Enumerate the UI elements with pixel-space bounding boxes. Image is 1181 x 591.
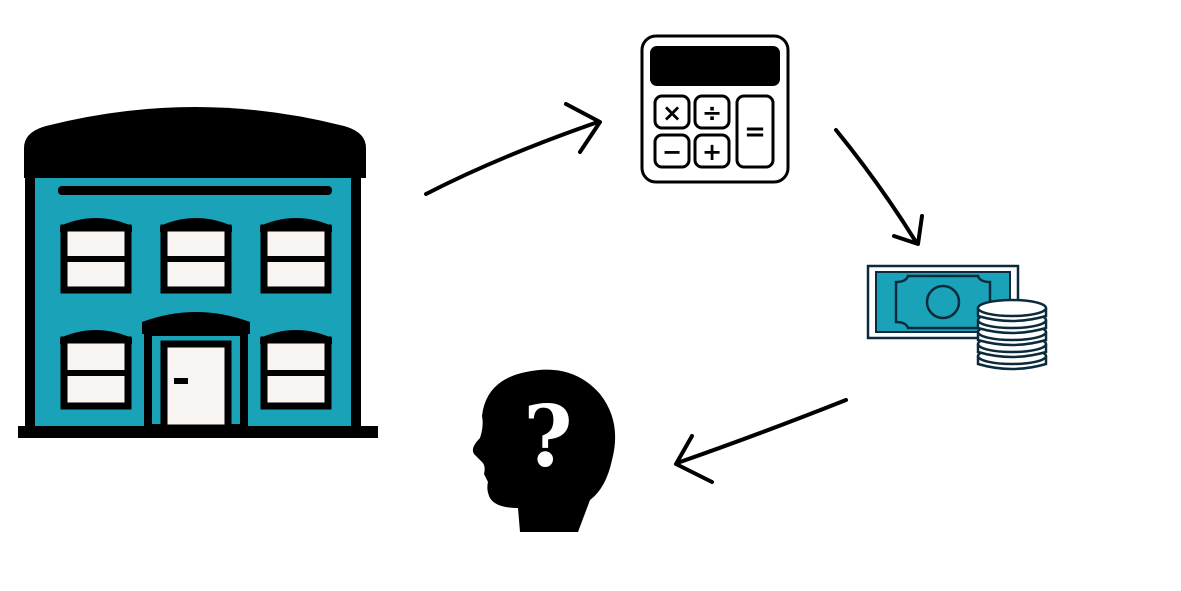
coins-icon [976, 298, 1048, 371]
arrow-money-to-head [674, 398, 848, 484]
thinking-head-icon: ? [472, 369, 616, 532]
calculator-display [650, 46, 780, 86]
window-top-left [60, 218, 132, 294]
calc-key-minus [653, 133, 691, 169]
arrow-building-to-calculator [424, 102, 602, 196]
calc-key-divide [693, 94, 731, 130]
question-mark: ? [523, 387, 572, 486]
calculator-icon: × ÷ − + = [640, 34, 790, 184]
calc-key-multiply-label: × [662, 99, 682, 127]
window-bottom-left [60, 330, 132, 410]
building-door [142, 312, 250, 432]
calc-key-equals [735, 94, 775, 169]
calc-key-multiply [653, 94, 691, 130]
calc-key-plus-label: + [702, 138, 722, 166]
calc-key-plus [693, 133, 731, 169]
building-icon [18, 107, 378, 438]
head-silhouette [472, 369, 616, 532]
window-top-middle [160, 218, 232, 294]
calc-key-minus-label: − [662, 138, 682, 166]
window-top-right [260, 218, 332, 294]
building-roof [24, 107, 366, 178]
calc-key-equals-label: = [744, 117, 766, 147]
building-cornice [58, 186, 332, 195]
calc-key-divide-label: ÷ [702, 99, 722, 127]
window-bottom-right [260, 330, 332, 410]
arrow-calculator-to-money [834, 128, 924, 246]
banknote-emblem [925, 284, 961, 320]
